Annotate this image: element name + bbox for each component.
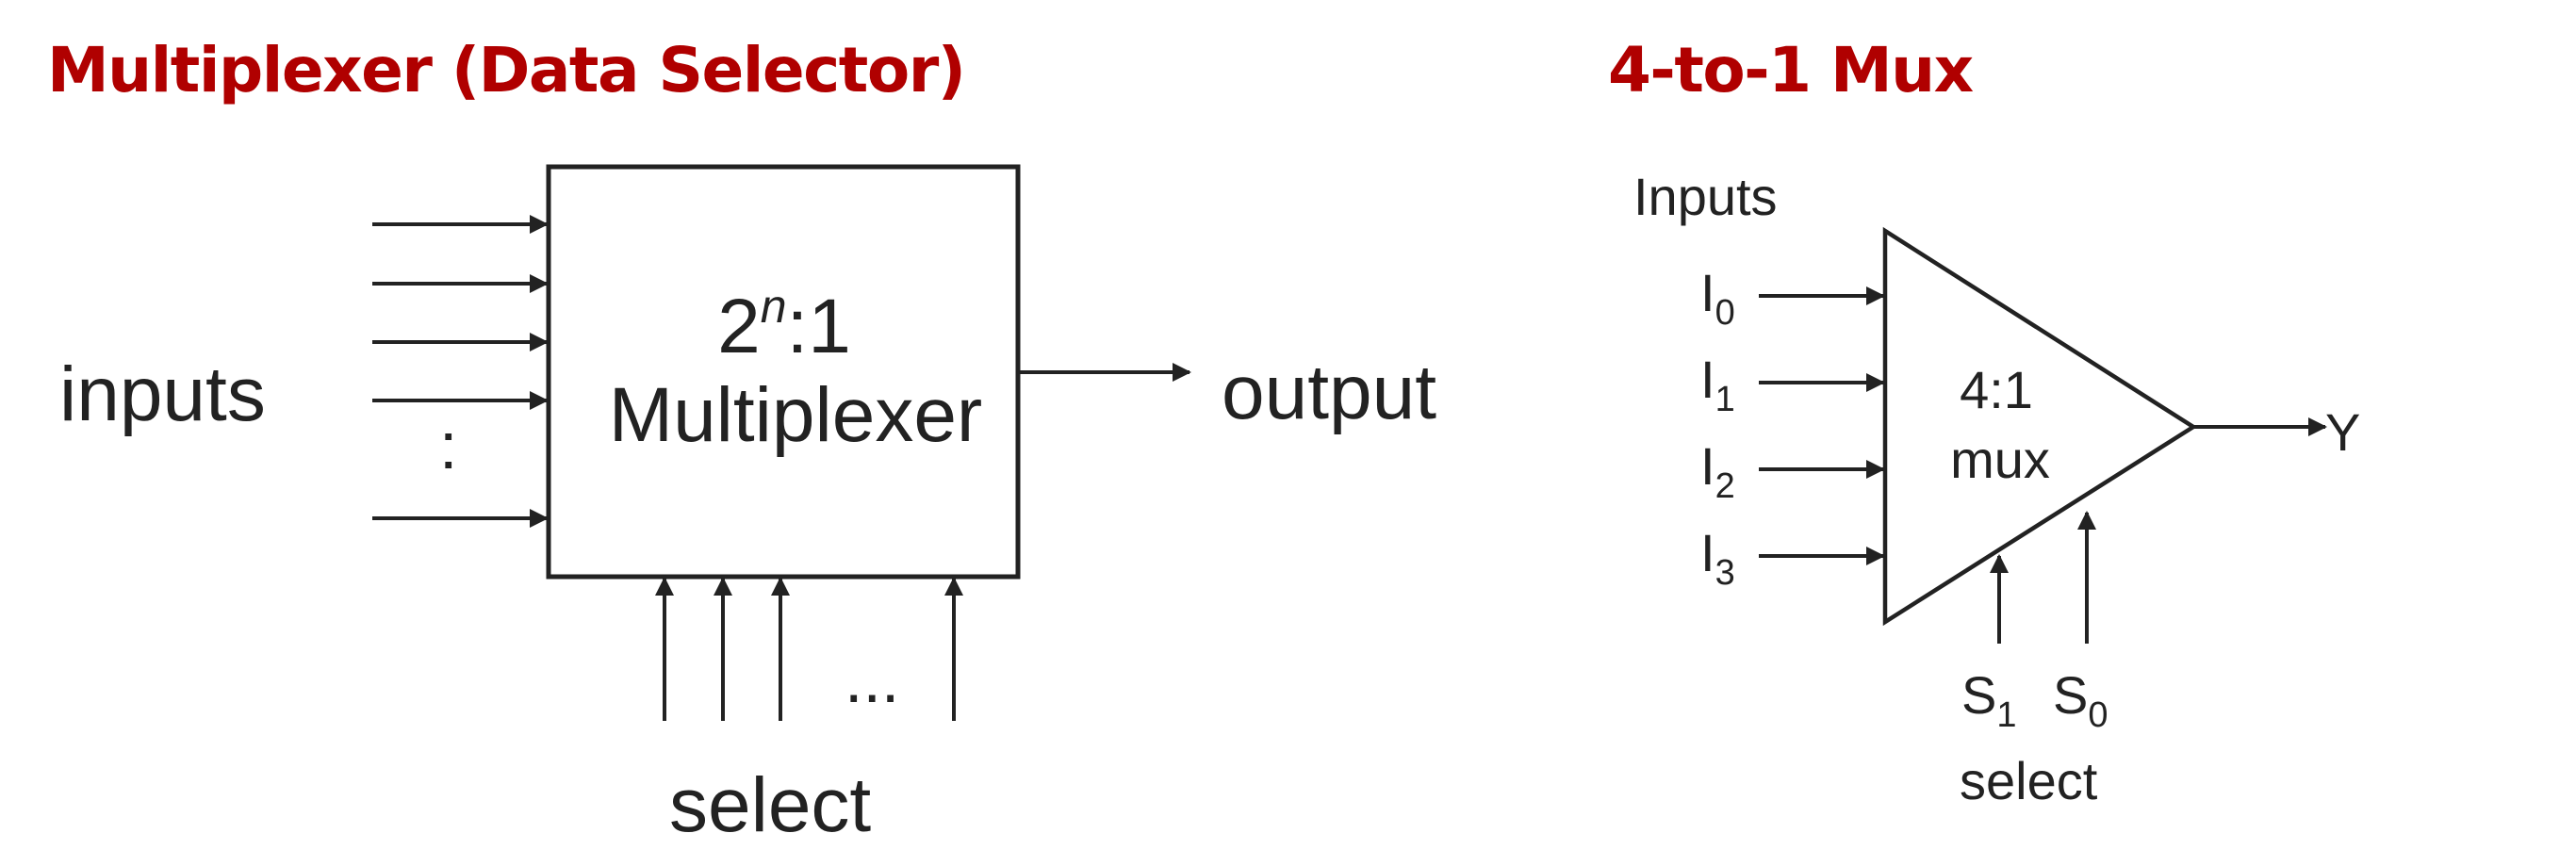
select-label: select xyxy=(669,762,871,848)
select-label-s1: S1 xyxy=(1961,665,2017,735)
input-label-i3: I3 xyxy=(1700,523,1735,593)
output-label: output xyxy=(1222,350,1436,435)
input-label-i0: I0 xyxy=(1700,263,1735,333)
title-multiplexer: Multiplexer (Data Selector) xyxy=(47,34,966,106)
generic-mux-diagram xyxy=(372,164,1191,721)
multiplexer-label: Multiplexer xyxy=(609,372,982,458)
inputs-header: Inputs xyxy=(1633,167,1778,226)
inputs-label: inputs xyxy=(59,351,266,437)
select-caption: select xyxy=(1960,751,2098,810)
input-label-i1: I1 xyxy=(1700,350,1735,419)
input-label-i2: I2 xyxy=(1700,436,1735,506)
mux-triangle xyxy=(1882,226,2198,627)
select-label-s0: S0 xyxy=(2053,665,2108,735)
mux-ratio-label: 4:1 xyxy=(1960,360,2033,419)
mux-size-label: 2n:1 xyxy=(717,280,851,369)
mux-size-base: 2 xyxy=(717,284,761,369)
mux-label: mux xyxy=(1950,430,2050,489)
output-label-y: Y xyxy=(2325,402,2360,462)
four-to-one-mux-diagram xyxy=(1759,226,2327,644)
mux-size-ratio: :1 xyxy=(787,284,851,369)
title-4-to-1-mux: 4-to-1 Mux xyxy=(1608,34,1974,106)
mux-size-exponent: n xyxy=(761,280,787,333)
select-ellipsis: ... xyxy=(845,643,899,716)
input-ellipsis: : xyxy=(439,409,457,482)
